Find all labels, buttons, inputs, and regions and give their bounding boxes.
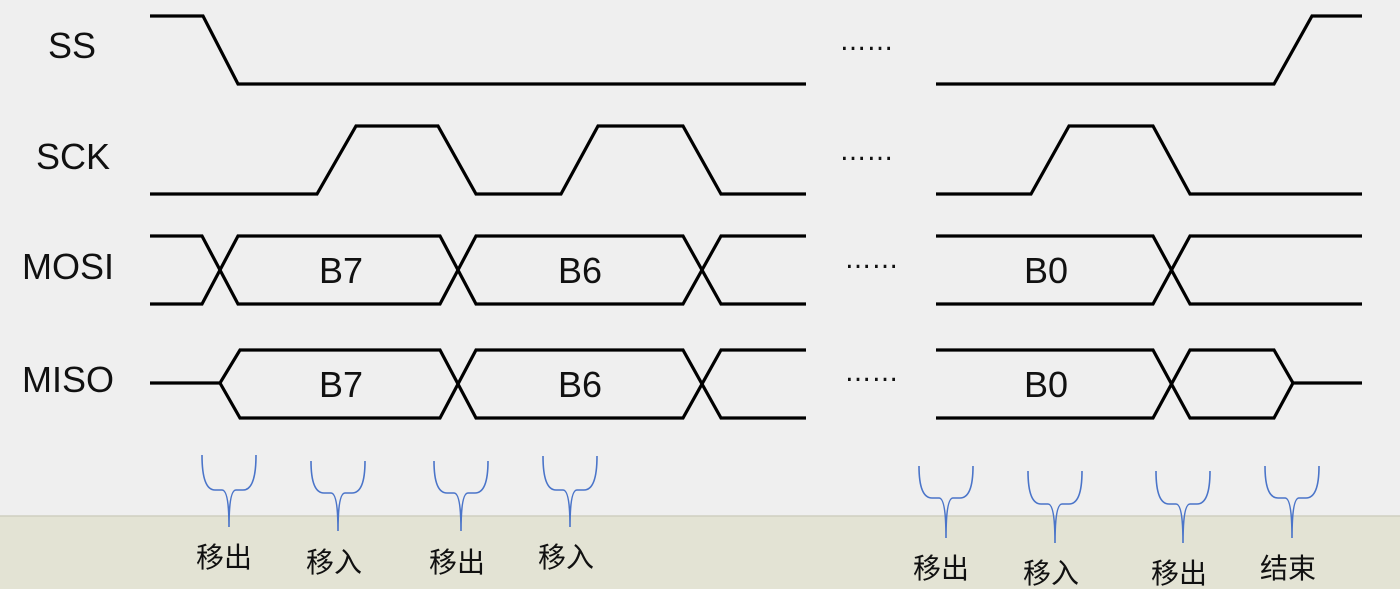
ellipsis-miso: ……: [845, 358, 899, 388]
phase-label-shift-in: 移入: [1023, 557, 1079, 589]
mosi-bit-b0: B0: [1024, 250, 1068, 291]
phase-brace: [542, 455, 598, 528]
phase-label-shift-out: 移出: [1151, 557, 1207, 589]
miso-bit-b6: B6: [558, 364, 602, 405]
signal-label-ss: SS: [48, 25, 96, 66]
mosi-bit-b7: B7: [319, 250, 363, 291]
ellipsis-ss: ……: [840, 27, 894, 57]
sck-waveform-left: [150, 124, 806, 196]
miso-bus-bottom-left: [218, 348, 806, 420]
ellipsis-mosi: ……: [845, 245, 899, 275]
sck-waveform-right: [936, 124, 1362, 196]
mosi-bit-b6: B6: [558, 250, 602, 291]
phase-label-end: 结束: [1260, 552, 1316, 585]
signal-label-miso: MISO: [22, 359, 114, 400]
phase-brace: [1027, 470, 1083, 544]
phase-brace: [1264, 465, 1320, 539]
phase-label-shift-in: 移入: [306, 546, 362, 579]
miso-bus-bottom-right: [936, 348, 1295, 420]
phase-brace: [310, 460, 366, 532]
miso-bit-b7: B7: [319, 364, 363, 405]
signal-label-sck: SCK: [36, 136, 110, 177]
phase-label-shift-out: 移出: [913, 552, 969, 585]
mosi-bus-bottom-left: [150, 234, 806, 306]
ss-waveform-right: [936, 14, 1362, 86]
footer-band: [0, 516, 1400, 589]
miso-bus-top-left: [150, 348, 806, 420]
phase-brace: [1155, 470, 1211, 544]
phase-label-shift-out: 移出: [196, 541, 252, 574]
ss-waveform-left: [150, 14, 806, 86]
miso-bit-b0: B0: [1024, 364, 1068, 405]
mosi-bus-top-left: [150, 234, 806, 306]
phase-label-shift-in: 移入: [538, 541, 594, 574]
mosi-bus-top-right: [936, 234, 1362, 306]
ellipsis-sck: ……: [840, 137, 894, 167]
signal-label-mosi: MOSI: [22, 246, 114, 287]
mosi-bus-bottom-right: [936, 234, 1362, 306]
phase-brace: [201, 454, 257, 528]
phase-brace: [918, 465, 974, 539]
miso-bus-top-right: [936, 348, 1362, 420]
phase-brace: [433, 460, 489, 532]
phase-label-shift-out: 移出: [429, 546, 485, 579]
